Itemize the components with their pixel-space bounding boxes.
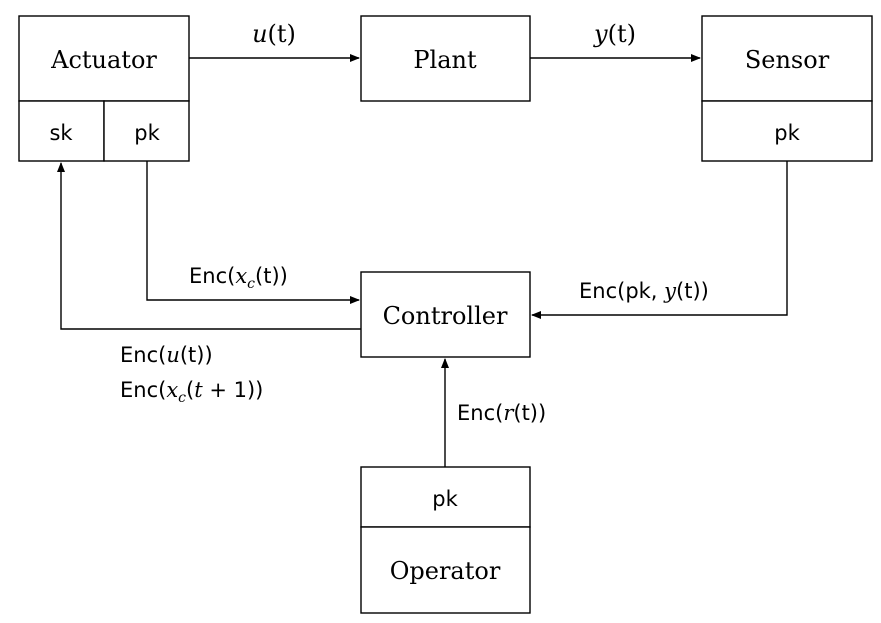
signal-enc-xc-arg: (t)): [255, 264, 288, 288]
signal-enc-xc-var: x: [235, 264, 247, 288]
signal-enc-u-fn: Enc(: [120, 343, 166, 367]
plant-block: Plant: [360, 15, 531, 102]
signal-enc-xc-next-sub: c: [178, 390, 186, 406]
operator-pk-label: pk: [432, 487, 458, 511]
actuator-pk-label: pk: [134, 121, 160, 145]
sensor-box: [701, 15, 873, 102]
operator-block: pk Operator: [360, 466, 531, 614]
signal-enc-r-var: r: [503, 401, 515, 425]
signal-u-label: u(t): [252, 20, 296, 48]
operator-pk-cell: [360, 466, 531, 528]
signal-y-arg: (t): [608, 20, 636, 48]
sensor-title: Sensor: [745, 46, 830, 74]
arrow-controller-to-actuator: [57, 162, 361, 330]
signal-enc-u-label: Enc(u(t)): [120, 343, 213, 367]
signal-enc-u-var: u: [166, 343, 180, 367]
signal-enc-r-arg: (t)): [513, 401, 546, 425]
signal-enc-xc-fn: Enc(: [189, 264, 235, 288]
sensor-pk-label: pk: [774, 121, 800, 145]
sensor-pk-cell: [701, 100, 873, 162]
signal-u-var: u: [252, 20, 267, 48]
signal-enc-xc-next-open: (: [186, 378, 194, 402]
operator-title: Operator: [390, 557, 501, 585]
signal-y-label: y(t): [593, 20, 636, 48]
actuator-box: [18, 15, 190, 102]
controller-block: Controller: [360, 271, 531, 358]
actuator-title: Actuator: [50, 46, 157, 74]
signal-enc-xc-next-label: Enc(xc(t + 1)): [120, 378, 263, 406]
signal-enc-xc-next-rest: + 1)): [203, 378, 264, 402]
signal-y-var: y: [593, 20, 608, 48]
arrow-sensor-to-controller: [531, 161, 788, 319]
arrow-actuator-to-controller: [146, 161, 360, 304]
signal-enc-r-label: Enc(r(t)): [457, 401, 546, 425]
operator-box: [360, 526, 531, 614]
signal-enc-xc-label: Enc(xc(t)): [189, 264, 288, 292]
signal-enc-r-fn: Enc(: [457, 401, 503, 425]
actuator-sk-cell: [18, 100, 105, 162]
signal-enc-pk-y-fn: Enc(pk,: [579, 279, 664, 303]
signal-enc-u-arg: (t)): [180, 343, 213, 367]
signal-enc-xc-next-var: x: [166, 378, 178, 402]
controller-title: Controller: [383, 302, 508, 330]
signal-enc-xc-next-fn: Enc(: [120, 378, 166, 402]
actuator-pk-cell: [103, 100, 190, 162]
controller-box: [360, 271, 531, 358]
signal-u-arg: (t): [268, 20, 296, 48]
plant-title: Plant: [413, 46, 477, 74]
signal-enc-pk-y-label: Enc(pk, y(t)): [579, 279, 709, 303]
signal-enc-pk-y-var: y: [663, 279, 677, 303]
sensor-block: Sensor pk: [701, 15, 873, 162]
plant-box: [360, 15, 531, 102]
actuator-sk-label: sk: [49, 121, 73, 145]
signal-enc-xc-next-t: t: [194, 378, 203, 402]
signal-enc-xc-sub: c: [247, 276, 255, 292]
signal-enc-pk-y-arg: (t)): [676, 279, 709, 303]
actuator-block: Actuator sk pk: [18, 15, 190, 162]
